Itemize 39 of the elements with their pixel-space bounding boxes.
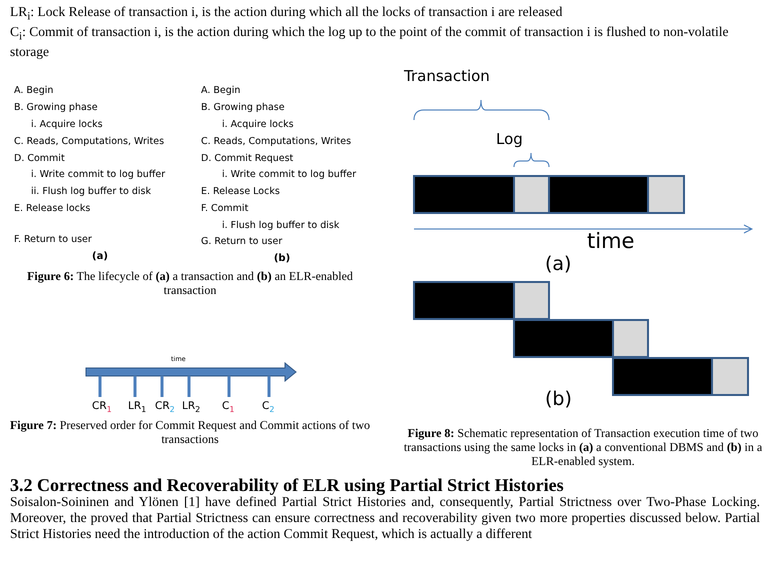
event-label: C$_{2}$: [262, 400, 274, 414]
event-label: CR$_{1}$: [92, 400, 112, 414]
definition-text: C$_{i}$: Commit of transaction i, is the action during which the log up to the point of the commit of transaction i is flushed to non-volatile storage: [10, 24, 730, 60]
list-item: A. Begin: [14, 86, 54, 97]
event-label: LR$_{1}$: [128, 400, 146, 414]
event-label: LR$_{2}$: [182, 400, 200, 414]
paragraph: Soisalon-Soininen and Ylönen [1] have defined Partial Strict Histories and, consequently, Partial Strictness over Two-Phase Locking. Moreover, the proved that Partial Strictness can ensure correctness and recoverability given two more properties discussed below. Partial Strict Histories need the introduction of the action Commit Request, which is actually a different: [10, 494, 760, 543]
list-item: i. Flush log buffer to disk: [222, 221, 340, 232]
panel-label: (a): [545, 254, 572, 276]
event-label: CR$_{2}$: [155, 400, 175, 414]
list-item: D. Commit: [14, 154, 65, 165]
axis-label: time: [587, 229, 634, 254]
list-item: i. Acquire locks: [31, 120, 103, 131]
figure-caption: Figure 8: Schematic representation of Transaction execution time of two transactions using the same locks in (a) a conventional DBMS and (b) in a ELR-enabled system.: [402, 427, 764, 468]
list-item: E. Release Locks: [201, 187, 280, 198]
figure-caption: Figure 7: Preserved order for Commit Request and Commit actions of two transactions: [8, 419, 372, 447]
list-item: B. Growing phase: [14, 103, 98, 114]
list-item: ii. Flush log buffer to disk: [31, 187, 151, 198]
list-item: C. Reads, Computations, Writes: [201, 137, 352, 148]
list-item: i. Write commit to log buffer: [31, 170, 166, 181]
bracket-label: Transaction: [404, 68, 490, 86]
panel-label: (b): [272, 253, 292, 264]
definition-text: LR$_{i}$: Lock Release of transaction i, is the action during which all the locks of transaction i are released: [10, 4, 564, 24]
list-item: C. Reads, Computations, Writes: [14, 137, 164, 148]
list-item: A. Begin: [201, 86, 240, 97]
event-label: C$_{1}$: [222, 400, 234, 414]
panel-label: (a): [91, 251, 109, 262]
list-item: F. Commit: [201, 204, 248, 215]
list-item: i. Acquire locks: [222, 120, 294, 131]
list-item: i. Write commit to log buffer: [222, 170, 356, 181]
section-heading: 3.2 Correctness and Recoverability of ELR using Partial Strict Histories: [10, 475, 564, 496]
list-item: F. Return to user: [14, 235, 92, 246]
list-item: D. Commit Request: [201, 154, 294, 165]
list-item: G. Return to user: [201, 237, 282, 248]
bracket-label: Log: [496, 131, 523, 148]
figure-caption: Figure 6: The lifecycle of (a) a transaction and (b) an ELR-enabled transaction: [26, 270, 354, 298]
panel-label: (b): [545, 389, 572, 411]
list-item: B. Growing phase: [201, 103, 285, 114]
list-item: E. Release locks: [14, 204, 90, 215]
